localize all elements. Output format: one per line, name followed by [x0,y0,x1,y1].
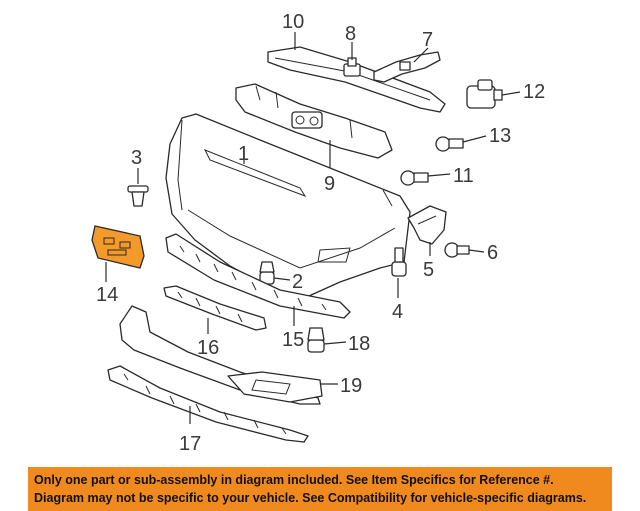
part-2-retainer [259,261,275,285]
callout-3: 3 [131,147,142,169]
callout-6: 6 [487,242,498,264]
callout-17: 17 [179,433,201,455]
part-3-fastener [127,185,149,207]
callout-7: 7 [422,29,433,51]
callout-4: 4 [392,301,403,323]
part-18-clip [307,327,325,353]
part-6-clip [444,242,470,258]
disclaimer-banner: Only one part or sub-assembly in diagram… [28,467,612,511]
callout-8: 8 [345,23,356,45]
callout-13: 13 [489,125,511,147]
part-1-bumper-cover [165,113,411,301]
leader-2 [273,277,291,281]
part-11-bolt [400,170,429,186]
part-12-sensor [466,79,503,109]
callout-19: 19 [340,375,362,397]
leader-11 [427,173,451,177]
callout-2: 2 [292,271,303,293]
callout-14: 14 [96,284,118,306]
part-16-spoiler-strip [163,285,267,331]
part-14-license-bracket [91,225,145,269]
parts-exploded-diagram: 10 8 7 12 13 11 1 9 3 14 5 6 4 2 15 16 1… [91,11,545,455]
leader-12 [501,91,521,96]
part-13-bolt [435,136,464,152]
callout-16: 16 [197,337,219,359]
part-19-lower-valance [119,305,323,405]
part-17-bottom-strip [107,365,309,443]
part-4-clip [391,247,407,277]
part-9-absorber [235,83,393,159]
callout-10: 10 [282,11,304,33]
part-7-bracket [373,51,441,83]
part-8-bolt [343,57,361,77]
part-5-side-bracket [407,205,447,245]
callout-9: 9 [324,173,335,195]
disclaimer-line-2: Diagram may not be specific to your vehi… [34,491,587,505]
callout-numbers: 10 8 7 12 13 11 1 9 3 14 5 6 4 2 15 16 1… [96,11,545,455]
part-15-lower-strip [165,233,351,319]
callout-1: 1 [238,143,249,165]
callout-5: 5 [423,259,434,281]
leader-6 [468,249,485,253]
callout-11: 11 [453,165,474,187]
leader-13 [462,135,487,143]
disclaimer-line-1: Only one part or sub-assembly in diagram… [34,473,554,487]
callout-12: 12 [523,81,545,103]
leader-18 [323,341,347,345]
callout-18: 18 [348,333,370,355]
callout-15: 15 [282,329,304,351]
leader-lines [105,32,521,424]
leader-7 [413,47,429,63]
